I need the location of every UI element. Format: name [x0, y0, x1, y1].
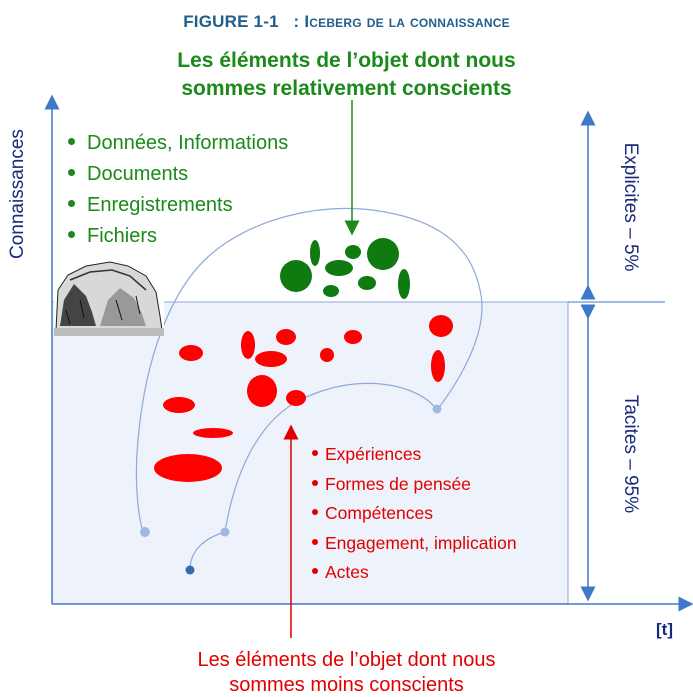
bottom-caption-line-1: Les éléments de l’objet dont nous [197, 649, 496, 671]
bullet-icon [312, 479, 318, 486]
explicit-blob [323, 285, 339, 297]
bottom-caption-line-2: sommes moins conscients [229, 674, 464, 696]
tacit-item-label: Compétences [325, 503, 433, 523]
tacit-blob [247, 375, 277, 407]
figure-title-text: Iceberg de la connaissance [304, 12, 510, 31]
tacit-list: Expériences Formes de pensée Compétences… [312, 440, 517, 588]
explicit-item-label: Données, Informations [87, 132, 289, 154]
tacit-blob [276, 329, 296, 345]
explicit-blob [325, 260, 353, 276]
list-item: Documents [68, 159, 288, 190]
bullet-icon [68, 200, 75, 208]
explicit-blob [310, 240, 320, 266]
iceberg-outline [135, 207, 483, 571]
tacit-elements [154, 315, 453, 482]
tacit-blob [286, 390, 306, 406]
iceberg-node [432, 404, 442, 414]
list-item: Compétences [312, 499, 517, 529]
explicit-list: Données, Informations Documents Enregist… [68, 128, 288, 252]
explicit-blob [398, 269, 410, 299]
tacit-blob [193, 428, 233, 438]
figure-number: Figure 1-1 [183, 12, 279, 31]
list-item: Fichiers [68, 221, 288, 252]
x-axis-label: [t] [656, 620, 673, 639]
tacit-blob [255, 351, 287, 367]
figure-title: Figure 1-1 : Iceberg de la connaissance [0, 12, 693, 32]
tacit-label: Tacites – 95% [620, 394, 641, 514]
explicit-elements [280, 238, 410, 299]
tacit-blob [163, 397, 195, 413]
tacit-blob [344, 330, 362, 344]
explicit-label: Explicites – 5% [620, 142, 641, 272]
tacit-item-label: Expériences [325, 444, 422, 464]
bullet-icon [312, 538, 318, 545]
figure-title-separator: : [293, 12, 300, 31]
top-caption-line-1: Les éléments de l’objet dont nous [177, 49, 516, 72]
list-item: Expériences [312, 440, 517, 470]
tacit-blob [320, 348, 334, 362]
bullet-icon [312, 450, 318, 457]
tacit-item-label: Engagement, implication [325, 532, 517, 553]
tacit-item-label: Actes [325, 562, 369, 582]
explicit-item-label: Fichiers [87, 225, 158, 247]
explicit-blob [345, 245, 361, 259]
bullet-icon [68, 138, 75, 146]
tacit-blob [179, 345, 203, 361]
bullet-icon [312, 509, 318, 516]
explicit-blob [358, 276, 376, 290]
tacit-blob [154, 454, 222, 482]
iceberg-node [220, 527, 230, 537]
bullet-icon [312, 568, 318, 575]
bullet-icon [68, 231, 75, 239]
tacit-item-label: Formes de pensée [325, 473, 471, 494]
explicit-item-label: Documents [87, 163, 189, 185]
tacit-blob [241, 331, 255, 359]
list-item: Données, Informations [68, 128, 288, 159]
iceberg-photo-icon [54, 260, 164, 336]
y-axis-label: Connaissances [7, 129, 28, 259]
top-caption-line-2: sommes relativement conscients [181, 77, 512, 100]
explicit-blob [367, 238, 399, 270]
explicit-item-label: Enregistrements [87, 194, 233, 216]
tacit-blob [431, 350, 445, 382]
list-item: Engagement, implication [312, 529, 517, 559]
explicit-blob [280, 260, 312, 292]
list-item: Formes de pensée [312, 470, 517, 500]
iceberg-node [185, 565, 195, 575]
list-item: Enregistrements [68, 190, 288, 221]
iceberg-node [140, 527, 150, 537]
bullet-icon [68, 169, 75, 177]
list-item: Actes [312, 558, 517, 588]
tacit-blob [429, 315, 453, 337]
tacit-zone [51, 301, 569, 605]
